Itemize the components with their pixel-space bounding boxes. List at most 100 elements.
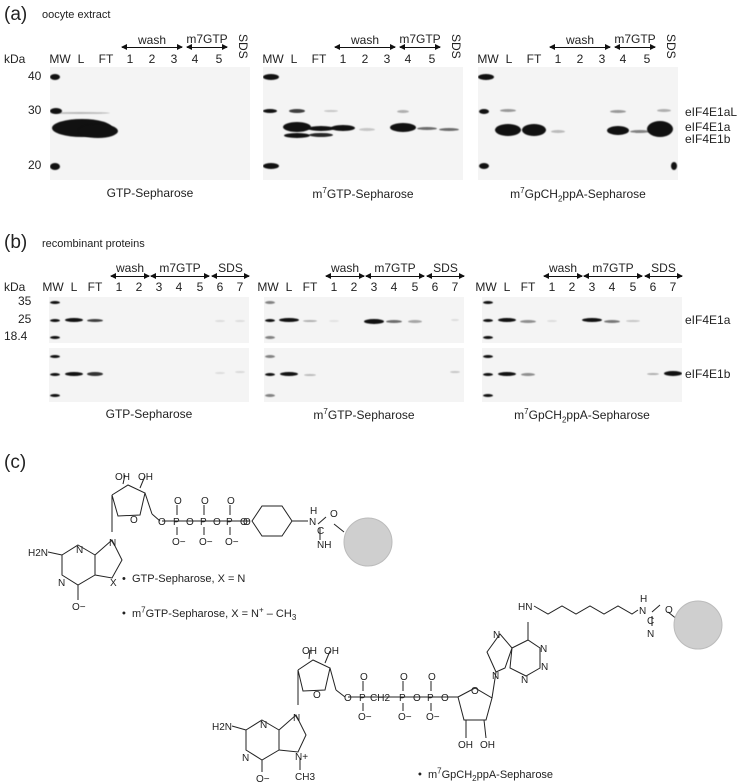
marker-band: [265, 372, 275, 376]
lane-label: MW: [42, 280, 64, 294]
lane-label: 4: [191, 52, 199, 66]
lane-label: FT: [98, 52, 114, 66]
sepharose-bead-icon: [343, 517, 393, 567]
svg-text:O−: O−: [398, 712, 412, 723]
protein-band: [547, 320, 557, 322]
protein-band: [498, 372, 516, 376]
lane-label: L: [70, 280, 78, 294]
svg-text:O−: O−: [199, 537, 213, 548]
protein-band: [308, 125, 334, 131]
lane-label: 4: [619, 52, 627, 66]
lane-label: 1: [339, 52, 347, 66]
svg-text:O: O: [665, 605, 673, 616]
svg-text:X: X: [110, 578, 117, 589]
gel-blot: [49, 297, 249, 343]
lane-label: 2: [148, 52, 156, 66]
svg-text:N: N: [540, 644, 547, 655]
svg-text:N: N: [309, 517, 316, 528]
wash-arrow: [549, 44, 611, 50]
svg-text:O: O: [428, 672, 436, 683]
lane-label: 3: [383, 52, 391, 66]
marker-band: [50, 335, 60, 339]
svg-text:O: O: [413, 693, 421, 704]
panel-a-title: oocyte extract: [42, 9, 111, 21]
protein-band: [607, 125, 629, 135]
lane-label: L: [503, 280, 511, 294]
svg-text:H: H: [310, 506, 317, 517]
svg-text:H2N: H2N: [212, 722, 232, 733]
protein-band: [498, 318, 516, 322]
kda-label: kDa: [4, 280, 26, 294]
gel-caption: m7GpCH2ppA-Sepharose: [510, 186, 646, 204]
lane-label: 3: [598, 52, 606, 66]
group-label: m7GTP: [159, 261, 201, 275]
protein-band: [582, 318, 602, 322]
lane-label: 6: [216, 280, 224, 294]
lane-label: 2: [350, 280, 358, 294]
marker-band: [265, 335, 275, 339]
protein-band: [408, 319, 422, 323]
svg-text:O: O: [158, 517, 166, 528]
gel-blot: [264, 297, 464, 343]
lane-label: 2: [135, 280, 143, 294]
svg-text:O−: O−: [72, 602, 86, 613]
svg-text:OH: OH: [302, 646, 317, 657]
m7gtp-label: m7GTP: [399, 32, 441, 46]
group-arrow: [583, 273, 643, 279]
group-label: wash: [330, 261, 360, 275]
group-label: wash: [115, 261, 145, 275]
lane-label: L: [290, 52, 298, 66]
protein-band: [215, 372, 225, 374]
svg-text:O: O: [227, 496, 235, 507]
panel-a-label: (a): [4, 4, 28, 25]
svg-text:C: C: [317, 526, 324, 537]
legend-text: m7GpCH2ppA-Sepharose: [427, 766, 554, 783]
group-arrow: [150, 273, 210, 279]
lane-label: MW: [257, 280, 279, 294]
svg-text:OH: OH: [480, 740, 495, 751]
lane-label-sds: SDS: [236, 34, 250, 59]
svg-text:N: N: [260, 720, 267, 731]
marker-label: 40: [28, 69, 42, 83]
m7gpch2ppa-structure: [231, 604, 679, 772]
protein-band: [215, 320, 225, 322]
protein-band: [279, 318, 299, 322]
svg-text:O−: O−: [256, 774, 270, 783]
legend-text: m7GTP-Sepharose, X = N+ – CH3: [131, 605, 297, 622]
lane-label: 1: [126, 52, 134, 66]
protein-band: [647, 373, 659, 375]
group-label: SDS: [433, 261, 458, 275]
marker-band: [50, 318, 60, 322]
legend-gtp-sepharose: • GTP-Sepharose, X = N: [122, 573, 246, 585]
lane-label: MW: [475, 280, 497, 294]
protein-label: eIF4E1b: [685, 367, 731, 381]
m7gtp-arrow: [614, 44, 656, 50]
protein-band: [495, 124, 521, 136]
protein-band: [417, 126, 437, 130]
lane-label: 4: [404, 52, 412, 66]
svg-text:O: O: [313, 690, 321, 701]
protein-band: [397, 109, 409, 113]
lane-label: 7: [236, 280, 244, 294]
wash-label: wash: [350, 33, 380, 47]
wash-label: wash: [565, 33, 595, 47]
protein-band: [263, 74, 279, 80]
marker-label: 30: [28, 103, 42, 117]
lane-label-sds: SDS: [449, 34, 463, 59]
svg-text:P: P: [200, 517, 207, 528]
gel-blot: [264, 348, 464, 402]
lane-label: 5: [196, 280, 204, 294]
svg-text:N+: N+: [295, 752, 308, 763]
svg-text:N: N: [242, 753, 249, 764]
protein-band: [604, 319, 620, 323]
gel-caption: m7GTP-Sepharose: [313, 407, 415, 422]
svg-text:N: N: [109, 538, 116, 549]
panel-c-label: (c): [4, 452, 27, 473]
svg-text:OH: OH: [458, 740, 473, 751]
protein-band: [439, 127, 459, 131]
marker-band: [483, 335, 493, 339]
protein-band: [610, 109, 626, 113]
protein-band: [289, 109, 305, 113]
